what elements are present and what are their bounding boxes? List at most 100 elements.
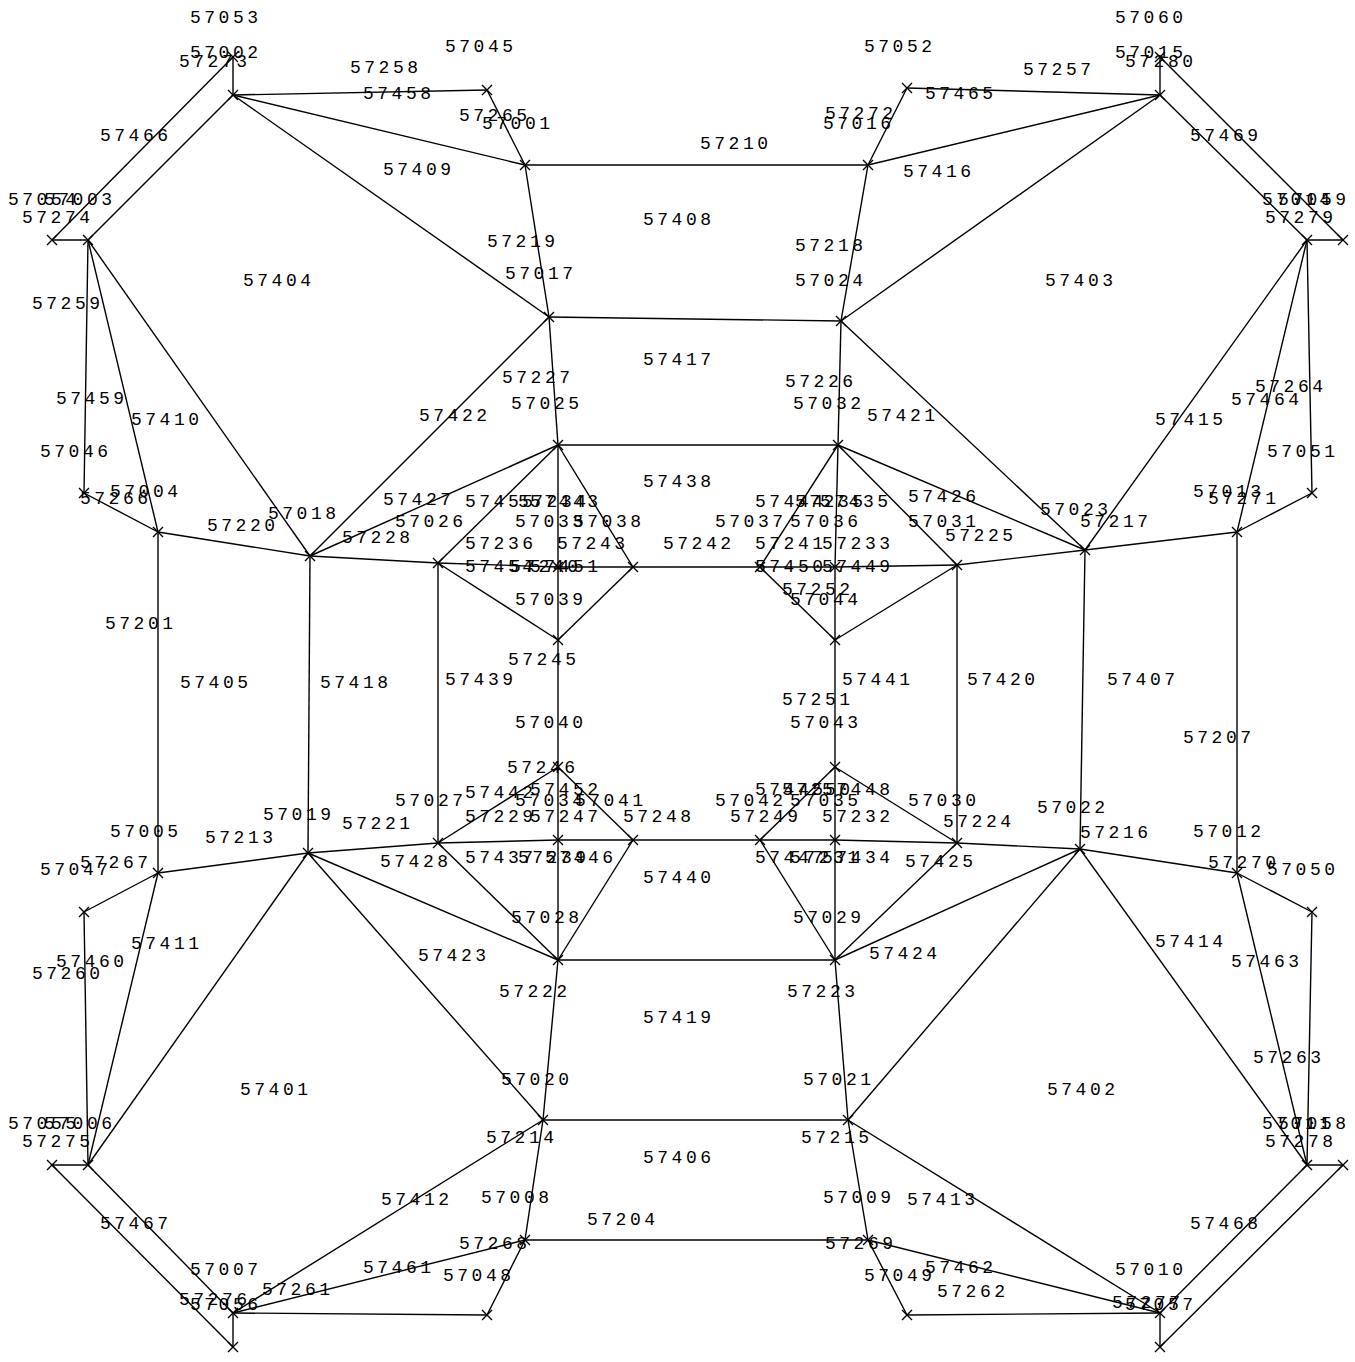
mesh-number: 57016 (823, 115, 895, 133)
mesh-number: 57423 (418, 947, 490, 965)
node-cross (83, 235, 93, 245)
mesh-number: 57411 (131, 935, 203, 953)
mesh-number: 57024 (795, 272, 867, 290)
node-cross (482, 85, 492, 95)
mesh-number: 57438 (643, 473, 715, 491)
mesh-line (438, 840, 558, 843)
mesh-number: 57418 (320, 674, 392, 692)
mesh-number: 57019 (263, 806, 335, 824)
mesh-line (52, 1164, 88, 1165)
mesh-number: 57439 (445, 671, 517, 689)
node-cross (1155, 1342, 1165, 1352)
mesh-number: 57059 (1278, 191, 1350, 209)
mesh-line (868, 95, 1160, 165)
mesh-number: 57258 (350, 59, 422, 77)
mesh-line (1160, 57, 1343, 240)
mesh-number: 57242 (663, 535, 735, 553)
mesh-number: 57025 (511, 395, 583, 413)
mesh-number: 57468 (1190, 1215, 1262, 1233)
node-cross (628, 835, 638, 845)
mesh-number: 57018 (268, 505, 340, 523)
mesh-number: 57414 (1155, 933, 1227, 951)
mesh-line (558, 444, 838, 445)
mesh-number: 57419 (643, 1009, 715, 1027)
mesh-number: 57248 (623, 808, 695, 826)
node-cross (628, 562, 638, 572)
mesh-line (1160, 1165, 1307, 1313)
node-cross (1338, 1160, 1348, 1170)
mesh-line (232, 1313, 233, 1347)
mesh-number: 57037 (715, 513, 787, 531)
mesh-number: 57246 (507, 759, 579, 777)
node-cross (830, 835, 840, 845)
mesh-number: 57408 (643, 211, 715, 229)
mesh-number: 57420 (967, 671, 1039, 689)
node-cross (553, 440, 563, 450)
mesh-line (1307, 239, 1343, 240)
mesh-number: 57275 (22, 1133, 94, 1151)
node-cross (538, 1115, 548, 1125)
mesh-number: 57415 (1155, 411, 1227, 429)
mesh-number: 57466 (100, 127, 172, 145)
mesh-points (47, 52, 1348, 1352)
mesh-number: 57279 (1265, 209, 1337, 227)
mesh-number: 57003 (44, 191, 116, 209)
mesh-number: 57451 (530, 558, 602, 576)
mesh-number: 57247 (530, 808, 602, 826)
mesh-number: 57268 (459, 1235, 531, 1253)
mesh-number: 57266 (80, 490, 152, 508)
mesh-number: 57201 (105, 615, 177, 633)
node-cross (228, 1342, 238, 1352)
mesh-number: 57461 (363, 1259, 435, 1277)
mesh-number: 57001 (482, 115, 554, 133)
node-cross (305, 551, 315, 561)
mesh-line (1085, 532, 1237, 550)
mesh-number: 57028 (511, 909, 583, 927)
node-cross (843, 1115, 853, 1125)
mesh-number: 57434 (822, 849, 894, 867)
mesh-line (308, 853, 558, 960)
mesh-line (1307, 1164, 1343, 1165)
mesh-number: 57218 (795, 237, 867, 255)
node-cross (1232, 527, 1242, 537)
mesh-line (52, 239, 88, 240)
mesh-line (835, 840, 957, 843)
mesh-number: 57450 (755, 558, 827, 576)
mesh-number: 57010 (1115, 1261, 1187, 1279)
node-cross (544, 312, 554, 322)
mesh-line (233, 1313, 487, 1315)
mesh-number: 57241 (755, 535, 827, 553)
mesh-number: 57057 (1125, 1296, 1197, 1314)
mesh-number: 57207 (1183, 729, 1255, 747)
mesh-line (549, 317, 841, 321)
mesh-line (633, 839, 760, 840)
mesh-line (310, 556, 438, 563)
mesh-number: 57427 (383, 491, 455, 509)
mesh-number: 57403 (1045, 272, 1117, 290)
mesh-number: 57428 (380, 853, 452, 871)
mesh-number: 57421 (867, 407, 939, 425)
mesh-number: 57210 (700, 135, 772, 153)
node-cross (553, 635, 563, 645)
node-cross (902, 83, 912, 93)
mesh-number: 57243 (557, 535, 629, 553)
node-cross (833, 440, 843, 450)
mesh-number: 57223 (787, 983, 859, 1001)
mesh-line (848, 1120, 1160, 1313)
mesh-number: 57236 (465, 535, 537, 553)
node-cross (863, 160, 873, 170)
node-cross (553, 835, 563, 845)
mesh-line (310, 317, 549, 556)
mesh-number: 57465 (925, 85, 997, 103)
mesh-number: 57228 (342, 529, 414, 547)
mesh-number: 57413 (907, 1191, 979, 1209)
mesh-number: 57251 (782, 691, 854, 709)
node-cross (755, 835, 765, 845)
mesh-number: 57261 (262, 1281, 334, 1299)
mesh-line (157, 532, 158, 873)
mesh-number: 57012 (1193, 823, 1265, 841)
mesh-number: 57038 (573, 513, 645, 531)
mesh-number: 57263 (1253, 1049, 1325, 1067)
mesh-line (233, 95, 525, 165)
mesh-number: 57406 (643, 1149, 715, 1167)
